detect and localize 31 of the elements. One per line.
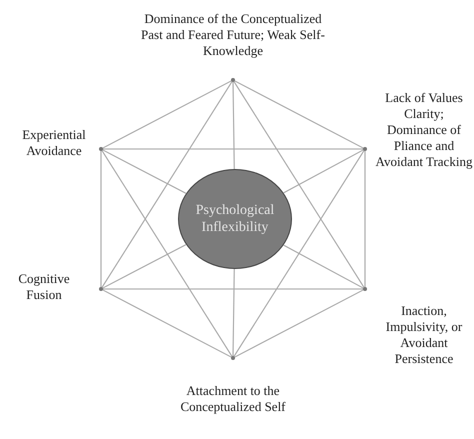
connector-line [102,81,232,288]
connector-line [102,150,232,357]
vertex-label: Inaction, Impulsivity, or Avoidant Persistence [384,303,464,367]
connector-line [234,80,364,149]
connector-line [283,149,364,194]
vertex-dot [363,147,367,151]
connector-line [234,150,364,357]
connector-line [103,148,363,150]
connector-line [283,244,364,289]
vertex-label: Attachment to the Conceptualized Self [179,383,287,415]
vertex-dot [99,287,103,291]
connector-line [234,289,364,358]
connector-line [102,149,186,194]
vertex-dot [99,147,103,151]
connector-line [100,151,102,287]
connector-line [232,268,235,356]
vertex-dot [231,78,235,82]
vertex-dot [231,356,235,360]
vertex-label: Dominance of the Conceptualized Past and Feared Future; Weak Self-Knowledge [140,11,326,59]
vertex-label: Lack of Values Clarity; Dominance of Pliance and Avoidant Tracking [374,90,474,170]
vertex-label: Cognitive Fusion [17,271,71,303]
vertex-dot [363,287,367,291]
vertex-label: Experiential Avoidance [21,127,87,159]
connector-line [102,80,232,149]
connector-line [102,244,186,289]
node-label: Psychological Inflexibility [194,202,276,236]
connector-line [364,151,366,287]
connector-line [102,289,232,358]
connector-line [103,288,363,290]
connector-line [232,82,235,170]
connector-line [234,81,364,288]
